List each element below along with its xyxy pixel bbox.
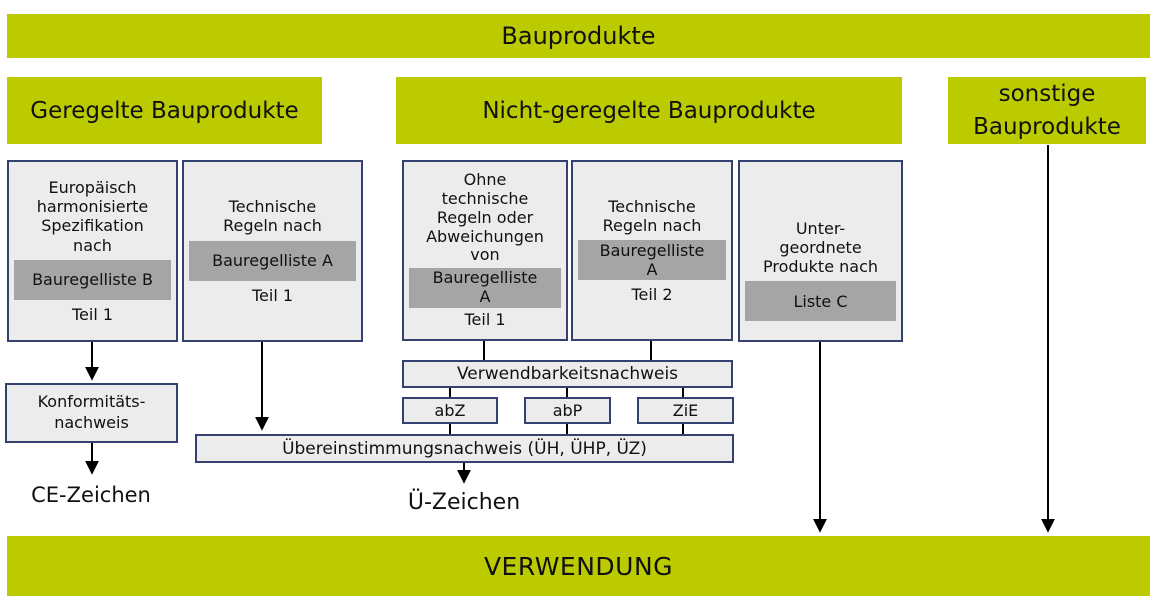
band-liste-c: Liste C [745,281,896,322]
band-bauregelliste-b: Bauregelliste B [14,259,171,300]
header-geregelte-bauprodukte: Geregelte Bauprodukte [7,77,322,144]
box-ohne-technische-regeln: Ohne technische Regeln oder Abweichungen… [402,160,568,341]
banner-bauprodukte: Bauprodukte [7,14,1150,58]
node-abz: abZ [402,397,498,424]
node-konformitaetsnachweis: Konformitäts- nachweis [5,383,178,443]
box-top-text: Technische Regeln nach [602,196,702,235]
box-bottom-text: Teil 1 [71,304,114,324]
box-europaeisch-harmonisierte-spezifikation: Europäisch harmonisierte Spezifikation n… [7,160,178,342]
box-bottom-text: Teil 1 [464,309,506,329]
box-bottom-text: Teil 2 [631,285,673,305]
box-technische-regeln-bauregelliste-a-teil2: Technische Regeln nach Bauregelliste A T… [571,160,733,341]
node-abp: abP [524,397,611,424]
band-bauregelliste-a: Bauregelliste A [189,240,356,281]
box-top-text: Unter- geordnete Produkte nach [762,218,879,277]
label-ue-zeichen: Ü-Zeichen [407,490,521,515]
box-technische-regeln-bauregelliste-a-teil1: Technische Regeln nach Bauregelliste A T… [182,160,363,342]
header-sonstige-bauprodukte: sonstige Bauprodukte [948,77,1146,144]
band-bauregelliste-a: Bauregelliste A [578,240,726,281]
node-verwendbarkeitsnachweis: Verwendbarkeitsnachweis [402,360,733,388]
box-top-text: Technische Regeln nach [223,197,322,236]
node-uebereinstimmungsnachweis: Übereinstimmungsnachweis (ÜH, ÜHP, ÜZ) [195,434,734,463]
box-bottom-text: Teil 1 [251,285,294,305]
band-bauregelliste-a: Bauregelliste A [409,267,561,308]
label-ce-zeichen: CE-Zeichen [31,483,151,507]
box-untergeordnete-produkte: Unter- geordnete Produkte nach Liste C [738,160,903,342]
banner-verwendung: VERWENDUNG [7,536,1150,596]
node-zie: ZiE [637,397,734,424]
header-nicht-geregelte-bauprodukte: Nicht-geregelte Bauprodukte [396,77,902,144]
box-top-text: Ohne technische Regeln oder Abweichungen… [426,170,544,265]
box-top-text: Europäisch harmonisierte Spezifikation n… [36,178,149,255]
